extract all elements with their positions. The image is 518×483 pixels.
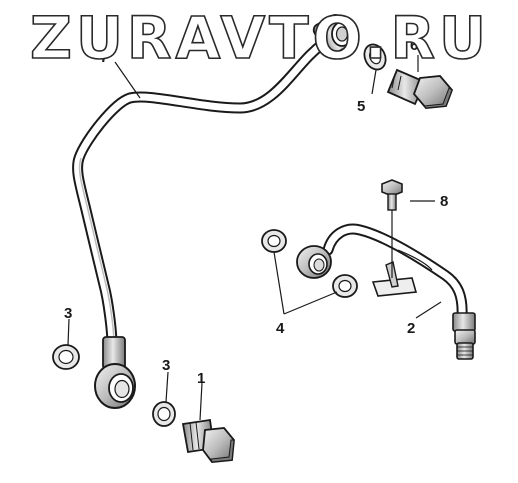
fuel-pipe-2 <box>296 223 476 360</box>
pipe-2-union-nut <box>452 312 476 360</box>
fuel-pipe-7 <box>72 14 354 409</box>
washer-5 <box>363 43 387 71</box>
leader-3a <box>67 318 70 346</box>
callout-8: 8 <box>440 193 448 210</box>
lower-banjo-fitting <box>94 336 136 409</box>
leader-1 <box>199 382 203 421</box>
callout-5: 5 <box>357 98 365 115</box>
banjo-bolt-6 <box>386 68 454 109</box>
watermark-text: ZURAVTO.RU <box>30 4 490 72</box>
leader-3b <box>165 371 169 403</box>
leader-5 <box>371 69 377 95</box>
callout-7: 7 <box>100 49 108 66</box>
washer-4-upper <box>261 229 287 253</box>
callout-labels: 7 5 6 8 4 2 3 3 1 <box>64 37 448 387</box>
washer-3-right <box>152 401 176 427</box>
callout-3-right: 3 <box>162 357 170 374</box>
washer-4-lower <box>332 274 358 298</box>
callout-2: 2 <box>407 320 415 337</box>
bolt-8 <box>381 179 403 278</box>
leader-7 <box>114 61 141 99</box>
leader-2 <box>415 301 442 319</box>
pipe-2-banjo-fitting <box>296 245 332 279</box>
callout-1: 1 <box>197 370 205 387</box>
callout-6: 6 <box>410 37 418 54</box>
banjo-bolt-1 <box>181 418 235 463</box>
washer-3-left <box>52 344 80 370</box>
leader-4a <box>273 251 285 315</box>
leader-4b <box>283 291 338 315</box>
callout-3-left: 3 <box>64 305 72 322</box>
callout-4: 4 <box>276 320 285 337</box>
leader-lines <box>67 55 442 421</box>
upper-banjo-fitting <box>312 14 354 56</box>
